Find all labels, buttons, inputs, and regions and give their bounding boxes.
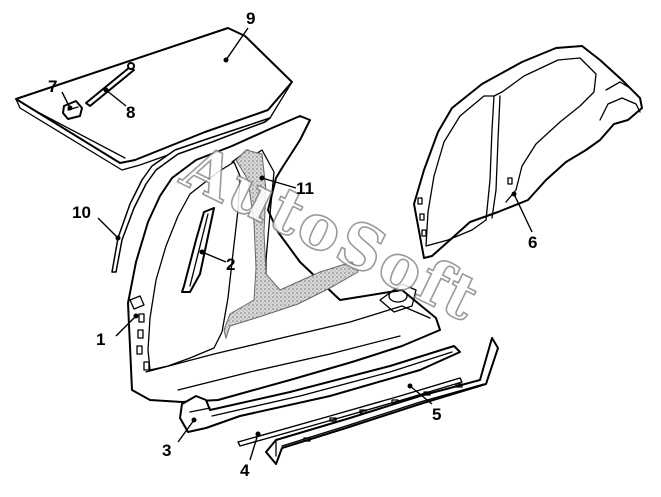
drip-moulding <box>111 117 271 273</box>
callout-7: 7 <box>48 77 57 96</box>
callout-2: 2 <box>226 255 235 274</box>
callout-3: 3 <box>162 441 171 460</box>
roof-clip <box>62 100 83 120</box>
callout-labels: 1 2 3 4 5 6 7 8 9 10 11 <box>48 9 537 480</box>
sill-reinforcement <box>179 283 461 433</box>
callout-9: 9 <box>246 9 255 28</box>
side-frame-front <box>127 115 441 403</box>
outer-sill-panel <box>265 337 499 465</box>
door-seal-strip <box>181 207 215 293</box>
callout-10: 10 <box>72 203 91 222</box>
callout-4: 4 <box>240 461 250 480</box>
callout-8: 8 <box>126 103 135 122</box>
sill-seal-strip <box>237 377 463 447</box>
callout-6: 6 <box>528 233 537 252</box>
side-frame-complete <box>413 45 643 259</box>
callout-1: 1 <box>96 330 105 349</box>
callout-11: 11 <box>296 179 314 198</box>
inner-reinforcement <box>223 149 359 340</box>
roof-rod <box>85 62 135 107</box>
callout-5: 5 <box>432 405 441 424</box>
callout-leaders <box>61 27 533 461</box>
